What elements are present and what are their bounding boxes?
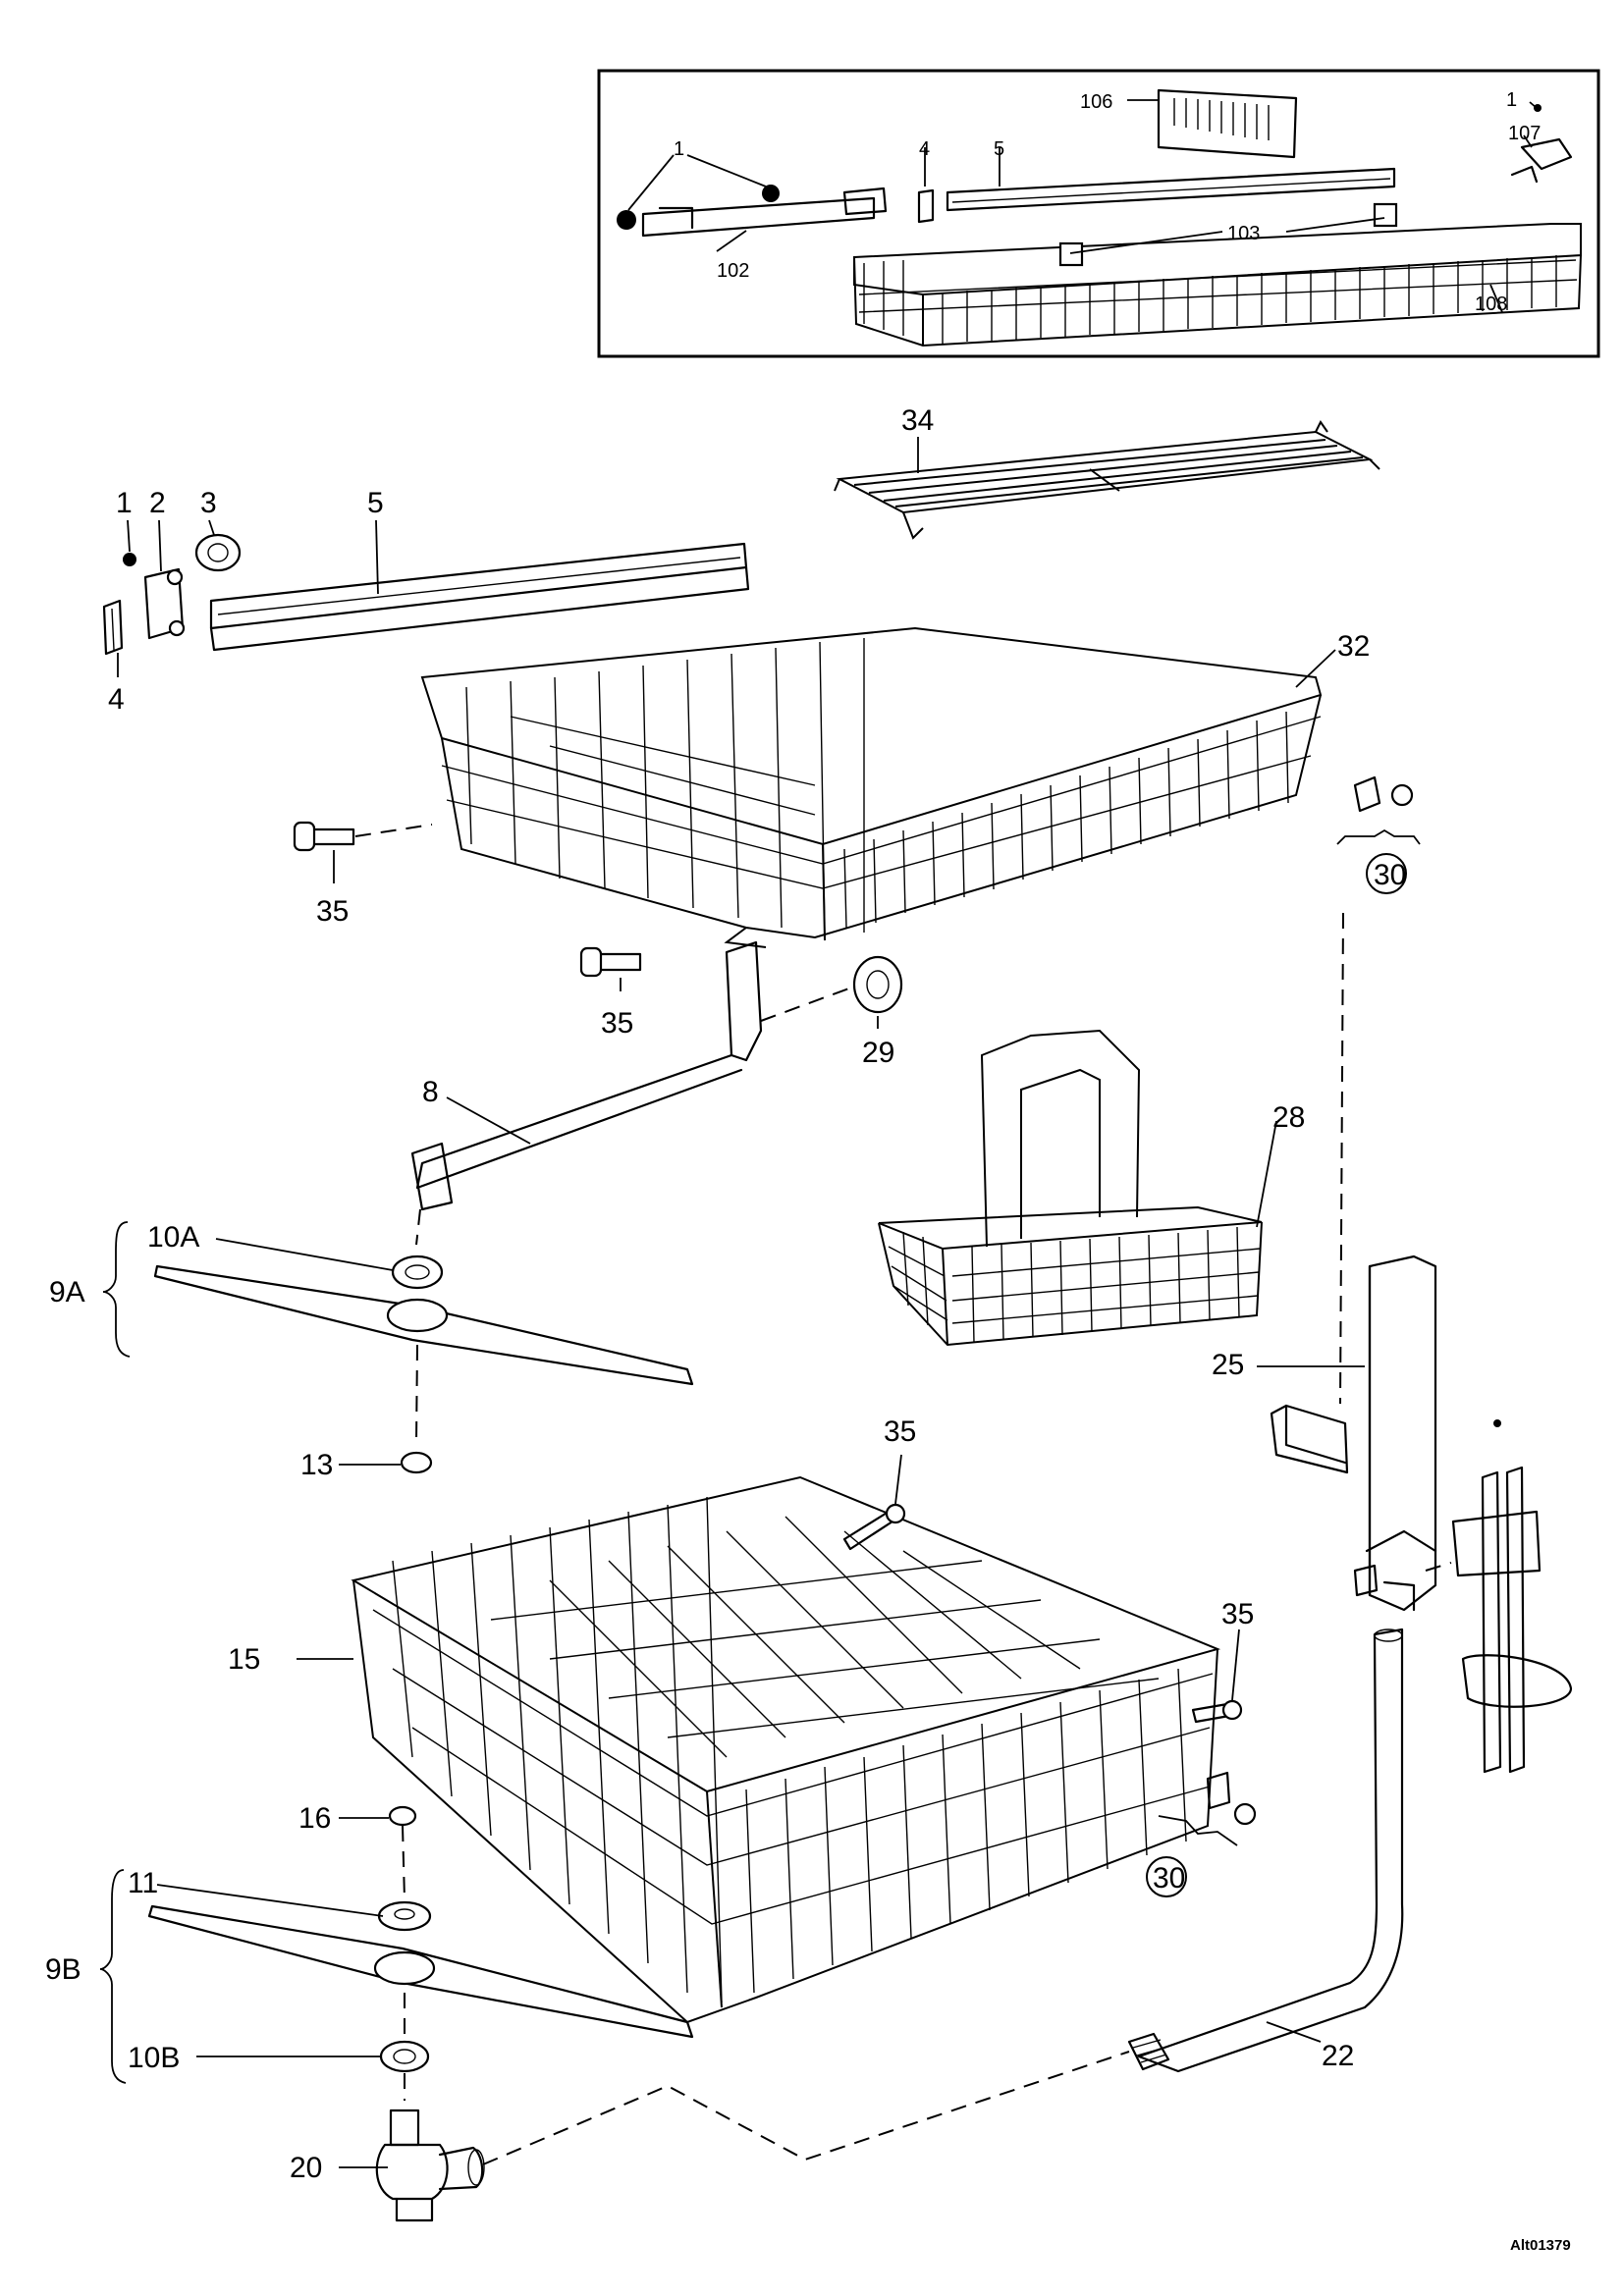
label-28: 28 bbox=[1272, 1101, 1305, 1134]
label-8: 8 bbox=[422, 1076, 439, 1108]
inset-label-1a: 1 bbox=[674, 138, 684, 160]
side-pump-bracket bbox=[1425, 1419, 1573, 1774]
part-8-upper-feed-pipe bbox=[410, 940, 855, 1246]
label-10b: 10B bbox=[128, 2042, 180, 2074]
inset-leaders bbox=[627, 99, 1538, 313]
label-30a: 30 bbox=[1374, 859, 1406, 891]
label-32: 32 bbox=[1337, 630, 1370, 663]
inset-panel bbox=[597, 69, 1600, 358]
part-25-mount-bracket bbox=[1270, 1404, 1349, 1474]
part-34-cup-shelf bbox=[834, 420, 1380, 540]
part-35-pin-b bbox=[579, 946, 642, 978]
label-29: 29 bbox=[862, 1037, 894, 1069]
label-35a: 35 bbox=[316, 895, 349, 928]
label-35b: 35 bbox=[601, 1007, 633, 1040]
inset-label-102: 102 bbox=[717, 260, 749, 282]
inset-label-107: 107 bbox=[1508, 123, 1541, 144]
inset-part-5-runner bbox=[946, 167, 1396, 212]
inset-part-107-stop bbox=[1510, 104, 1573, 184]
connection-20-to-22 bbox=[482, 2051, 1130, 2165]
inset-label-103: 103 bbox=[1227, 223, 1260, 244]
part-20-lower-hub bbox=[375, 2109, 485, 2222]
part-25-feed-tube bbox=[1353, 1255, 1437, 1612]
inset-label-1b: 1 bbox=[1506, 89, 1517, 111]
part-10b-seal-ring bbox=[379, 2040, 430, 2101]
label-16: 16 bbox=[298, 1802, 331, 1835]
part-9b-lower-spray-arm bbox=[147, 1904, 694, 2039]
part-16-washer bbox=[388, 1805, 417, 1900]
part-28-cutlery-basket bbox=[878, 1029, 1263, 1347]
inset-part-102-rail bbox=[617, 185, 888, 238]
part-32-upper-basket bbox=[420, 626, 1323, 948]
part-35-pin-d bbox=[1191, 1699, 1243, 1724]
part-22-lower-feed-pipe bbox=[1127, 1628, 1404, 2073]
inset-label-4: 4 bbox=[919, 138, 930, 160]
inset-part-106-comb bbox=[1157, 88, 1298, 159]
label-1: 1 bbox=[116, 487, 133, 519]
label-25: 25 bbox=[1212, 1349, 1244, 1381]
inset-label-group: 1 4 5 106 1 107 103 102 108 bbox=[674, 89, 1541, 315]
part-1-ball bbox=[123, 553, 136, 566]
label-34: 34 bbox=[901, 404, 934, 437]
inset-part-108-tray bbox=[853, 202, 1582, 347]
part-10a-seal-ring bbox=[391, 1255, 444, 1290]
inset-label-5: 5 bbox=[994, 138, 1004, 160]
inset-part-4-clip bbox=[917, 188, 935, 224]
label-2: 2 bbox=[149, 487, 166, 519]
part-11-hub bbox=[377, 1900, 432, 1932]
label-4: 4 bbox=[108, 683, 125, 716]
label-13: 13 bbox=[300, 1449, 333, 1481]
part-5-runner-rail bbox=[209, 542, 750, 652]
part-3-roller-wheel bbox=[194, 533, 242, 572]
label-20: 20 bbox=[290, 2152, 322, 2184]
label-35d: 35 bbox=[1221, 1598, 1254, 1630]
label-35c: 35 bbox=[884, 1415, 916, 1448]
label-30b: 30 bbox=[1153, 1862, 1185, 1895]
part-15-lower-basket bbox=[351, 1475, 1221, 2024]
part-4-end-clip bbox=[102, 599, 124, 656]
label-9b: 9B bbox=[45, 1953, 81, 1986]
label-11: 11 bbox=[128, 1867, 158, 1899]
part-35-pin-a bbox=[293, 821, 433, 852]
main-label-group: 34 1 2 3 5 4 32 35 30 35 29 8 28 10A 9A … bbox=[45, 404, 1571, 2254]
inset-label-108: 108 bbox=[1475, 294, 1507, 315]
label-10a: 10A bbox=[147, 1221, 199, 1254]
label-3: 3 bbox=[200, 487, 217, 519]
label-15: 15 bbox=[228, 1643, 260, 1676]
part-13-nut bbox=[400, 1451, 433, 1474]
part-29-bearing bbox=[852, 955, 903, 1014]
part-35-pin-c bbox=[842, 1503, 906, 1551]
label-5: 5 bbox=[367, 487, 384, 519]
part-30-clip-upper bbox=[1336, 775, 1421, 894]
inset-label-106: 106 bbox=[1080, 91, 1112, 113]
label-22: 22 bbox=[1322, 2040, 1354, 2072]
document-code: Alt01379 bbox=[1510, 2237, 1571, 2254]
label-9a: 9A bbox=[49, 1276, 85, 1308]
leader-lines bbox=[99, 437, 1365, 2168]
part-30-clip-lower bbox=[1146, 1771, 1257, 1897]
part-2-roller-bracket bbox=[143, 567, 186, 640]
part-9a-upper-spray-arm bbox=[153, 1264, 694, 1444]
part-30-upper-drop-line bbox=[1339, 912, 1344, 1405]
